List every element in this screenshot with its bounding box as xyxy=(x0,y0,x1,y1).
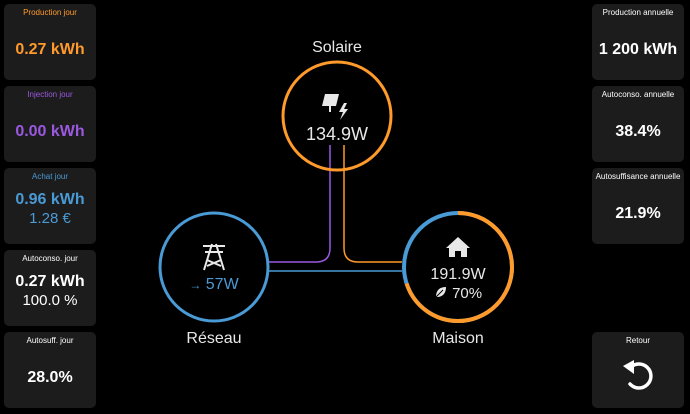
card-value: 1 200 kWh xyxy=(598,41,678,58)
leaf-icon xyxy=(435,287,446,298)
card-value: 0.27 kWh xyxy=(15,41,85,58)
card-autosuffisance-annuelle[interactable]: Autosuffisance annuelle 21.9% xyxy=(592,168,684,244)
card-title: Production jour xyxy=(23,8,77,17)
card-value: 21.9% xyxy=(615,205,661,222)
home-self-pct: 70% xyxy=(452,285,483,302)
card-sub: 100.0 % xyxy=(22,292,78,309)
card-value: 0.27 kWh xyxy=(15,273,85,290)
card-autosuff-jour[interactable]: Autosuff. jour 28.0% xyxy=(4,332,96,408)
card-title: Retour xyxy=(625,336,650,345)
card-value: 0.96 kWh xyxy=(15,191,85,208)
flow-line-solar-home xyxy=(343,145,402,263)
home-icon xyxy=(446,237,470,257)
arrow-right-icon: → xyxy=(189,278,202,292)
solar-power-icon xyxy=(322,94,348,120)
back-button[interactable]: Retour xyxy=(592,332,684,408)
card-autoconso-jour[interactable]: Autoconso. jour 0.27 kWh 100.0 % xyxy=(4,250,96,326)
card-value: 38.4% xyxy=(615,123,661,140)
card-title: Achat jour xyxy=(31,172,69,181)
card-achat-jour[interactable]: Achat jour 0.96 kWh 1.28 € xyxy=(4,168,96,244)
card-title: Autosuff. jour xyxy=(26,336,74,345)
solar-label: Solaire xyxy=(312,39,362,56)
solar-power: 134.9W xyxy=(305,124,369,144)
undo-icon xyxy=(623,360,653,390)
card-value: 28.0% xyxy=(27,369,73,386)
transmission-tower-icon xyxy=(203,243,225,271)
card-sub: 1.28 € xyxy=(29,210,71,227)
card-title: Injection jour xyxy=(27,90,73,99)
home-power: 191.9W xyxy=(430,266,486,283)
card-title: Autoconso. annuelle xyxy=(601,90,675,99)
card-production-jour[interactable]: Production jour 0.27 kWh xyxy=(4,4,96,80)
card-title: Autosuffisance annuelle xyxy=(595,172,681,181)
card-autoconso-annuelle[interactable]: Autoconso. annuelle 38.4% xyxy=(592,86,684,162)
card-title: Production annuelle xyxy=(602,8,674,17)
card-production-annuelle[interactable]: Production annuelle 1 200 kWh xyxy=(592,4,684,80)
grid-power-row: → 57W xyxy=(164,276,264,294)
solar-circle[interactable] xyxy=(281,60,393,172)
card-title: Autoconso. jour xyxy=(22,254,78,263)
home-self-row: 70% xyxy=(408,285,508,302)
card-injection-jour[interactable]: Injection jour 0.00 kWh xyxy=(4,86,96,162)
home-self-consumption-arc[interactable] xyxy=(402,211,514,323)
flow-line-solar-grid xyxy=(268,145,331,263)
grid-power: 57W xyxy=(205,276,239,293)
home-label: Maison xyxy=(432,330,484,347)
grid-circle[interactable] xyxy=(158,211,270,323)
grid-label: Réseau xyxy=(186,330,242,347)
card-value: 0.00 kWh xyxy=(15,123,85,140)
